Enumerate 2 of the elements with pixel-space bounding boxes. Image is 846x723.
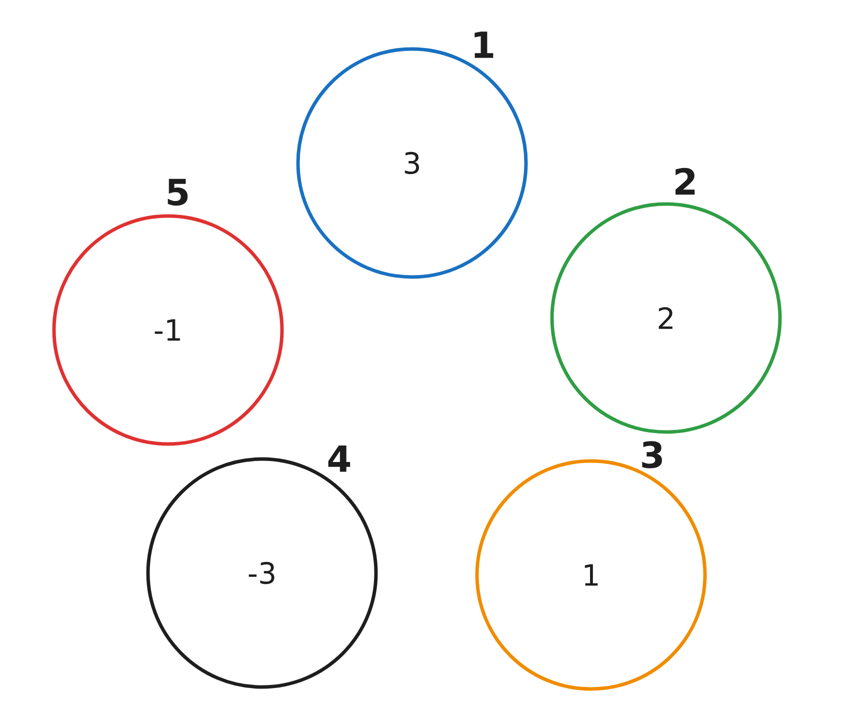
number-label: 2 (676, 168, 695, 195)
number-label: 5 (168, 178, 188, 206)
